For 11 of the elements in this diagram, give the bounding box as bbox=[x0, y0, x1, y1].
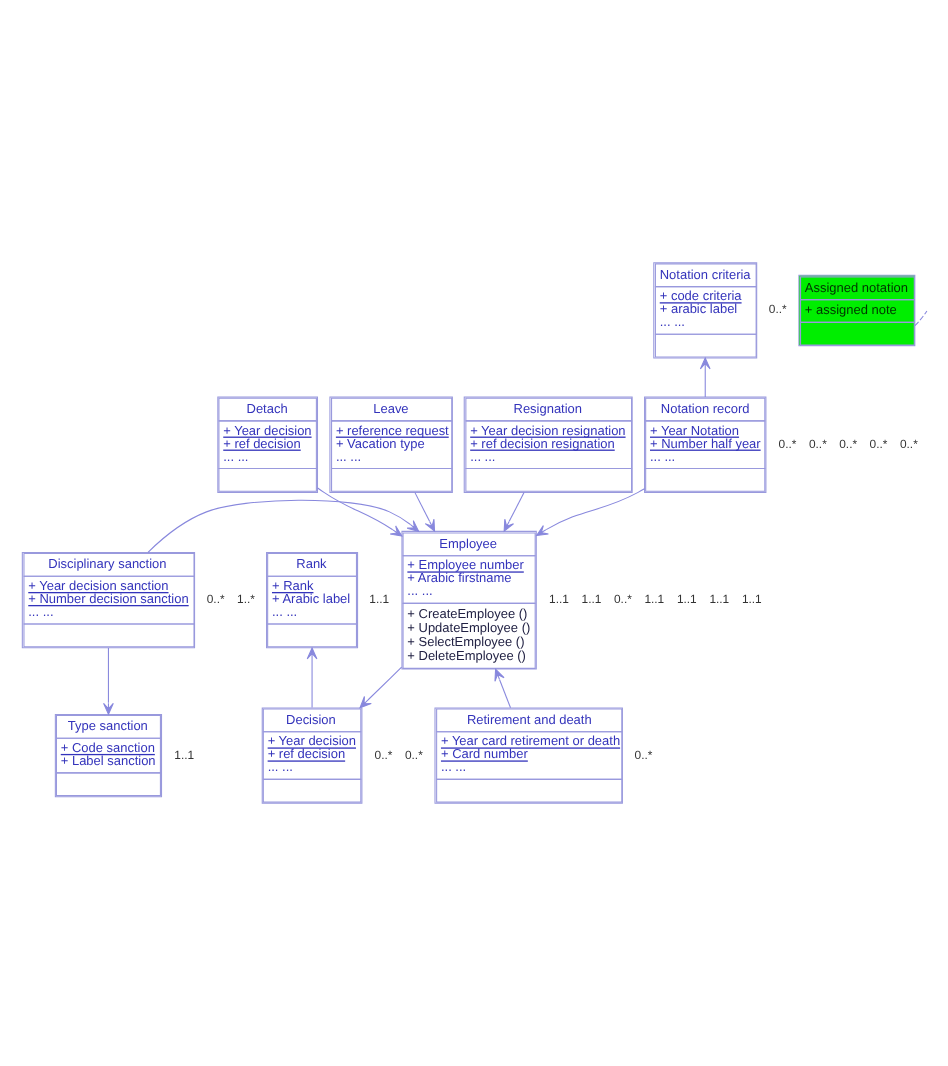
arrow bbox=[698, 357, 710, 398]
arrow bbox=[502, 492, 524, 532]
arrow bbox=[413, 492, 435, 532]
arrow bbox=[358, 666, 402, 709]
arrow bbox=[493, 668, 511, 709]
arrow bbox=[102, 647, 113, 715]
arrow bbox=[535, 488, 644, 536]
arrow bbox=[305, 647, 317, 708]
connector bbox=[913, 310, 927, 327]
arrow bbox=[316, 487, 402, 537]
arrow bbox=[146, 499, 419, 553]
